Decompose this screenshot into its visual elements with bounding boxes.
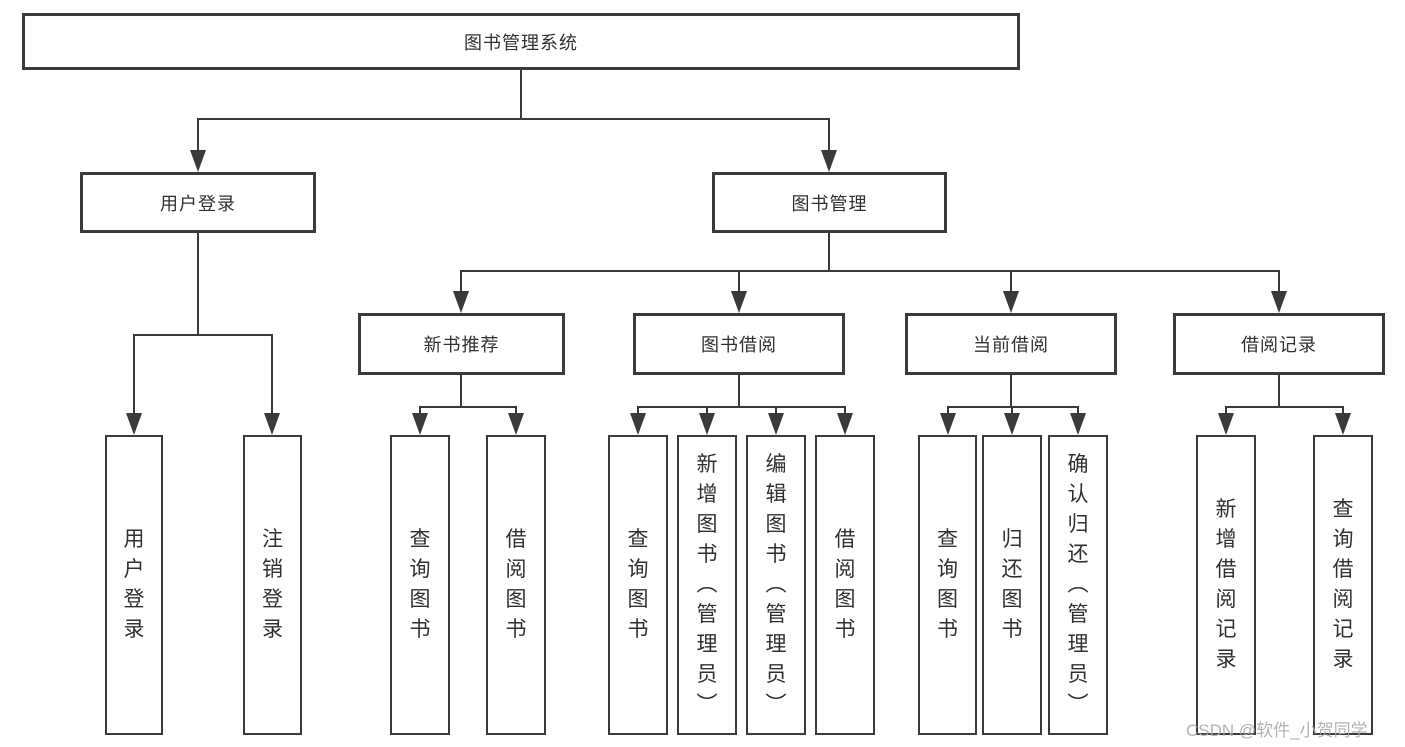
node-user-login: 用户登录 (80, 172, 316, 233)
node-book-borrow: 图书借阅 (633, 313, 845, 375)
node-label: 图书管理系统 (464, 32, 578, 53)
leaf-query-borrow-record: 查询借阅记录 (1313, 435, 1373, 735)
node-label: 借阅记录 (1241, 335, 1317, 355)
node-label: 新增借阅记录 (1215, 498, 1237, 671)
leaf-borrow-books-1: 借阅图书 (486, 435, 546, 735)
node-book-management: 图书管理 (712, 172, 947, 233)
node-label: 图书借阅 (701, 335, 777, 355)
csdn-watermark: CSDN @软件_小贺同学 (1186, 721, 1368, 740)
node-new-book-recommend: 新书推荐 (358, 313, 565, 375)
node-label: 归还图书 (1001, 528, 1023, 641)
leaf-add-borrow-record: 新增借阅记录 (1196, 435, 1256, 735)
node-label: 查询图书 (937, 528, 958, 641)
node-label: 用户登录 (123, 528, 145, 641)
node-label: 新书推荐 (423, 335, 500, 355)
leaf-confirm-return-admin: 确认归还︵管理员︶ (1048, 435, 1108, 735)
leaf-query-books-3: 查询图书 (918, 435, 977, 735)
node-label: 查询图书 (627, 528, 649, 641)
node-label: 新增图书︵管理员︶ (696, 453, 718, 716)
node-label: 借阅图书 (834, 528, 856, 641)
node-label: 编辑图书︵管理员︶ (765, 453, 787, 716)
node-current-borrow: 当前借阅 (905, 313, 1117, 375)
node-label: 借阅图书 (505, 528, 527, 641)
node-label: 当前借阅 (973, 335, 1049, 355)
leaf-query-books-1: 查询图书 (390, 435, 450, 735)
leaf-query-books-2: 查询图书 (608, 435, 668, 735)
node-library-management-system: 图书管理系统 (22, 13, 1020, 70)
node-label: 图书管理 (791, 193, 868, 214)
leaf-return-books: 归还图书 (982, 435, 1042, 735)
node-label: 确认归还︵管理员︶ (1067, 453, 1089, 716)
node-label: 用户登录 (160, 193, 236, 214)
leaf-borrow-books-2: 借阅图书 (815, 435, 875, 735)
node-borrow-records: 借阅记录 (1173, 313, 1385, 375)
leaf-add-books-admin: 新增图书︵管理员︶ (677, 435, 737, 735)
node-label: 查询借阅记录 (1332, 498, 1354, 671)
leaf-edit-books-admin: 编辑图书︵管理员︶ (746, 435, 806, 735)
leaf-user-login: 用户登录 (105, 435, 163, 735)
node-label: 注销登录 (262, 528, 283, 641)
node-label: 查询图书 (409, 528, 431, 641)
leaf-logout: 注销登录 (243, 435, 302, 735)
